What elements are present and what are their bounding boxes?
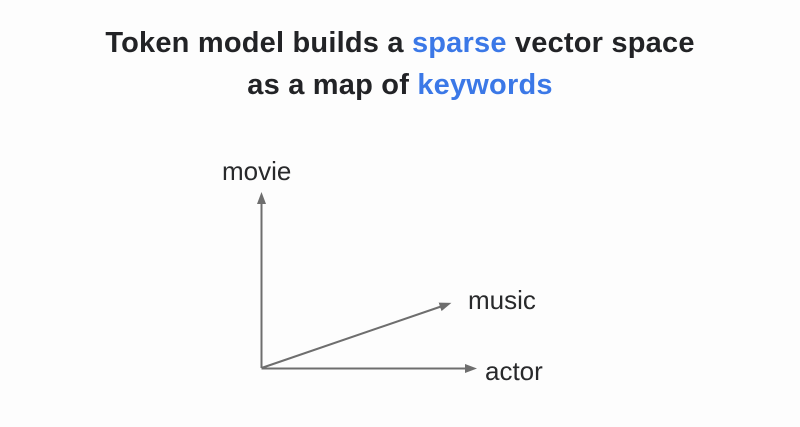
music-vector-label: music: [468, 285, 536, 315]
title-segment: vector space: [506, 27, 695, 59]
title-highlight-sparse: sparse: [411, 27, 507, 59]
title-segment: Token model builds a: [105, 27, 412, 59]
movie-axis-label: movie: [222, 156, 291, 186]
title-line-1: Token model builds a sparse vector space: [0, 22, 800, 64]
title-line-2: as a map of keywords: [0, 64, 800, 106]
page-title: Token model builds a sparse vector space…: [0, 22, 800, 106]
title-segment: as a map of: [247, 69, 418, 101]
title-highlight-keywords: keywords: [417, 69, 553, 101]
music-vector-arrow: [261, 302, 452, 369]
actor-axis-label: actor: [485, 356, 543, 386]
